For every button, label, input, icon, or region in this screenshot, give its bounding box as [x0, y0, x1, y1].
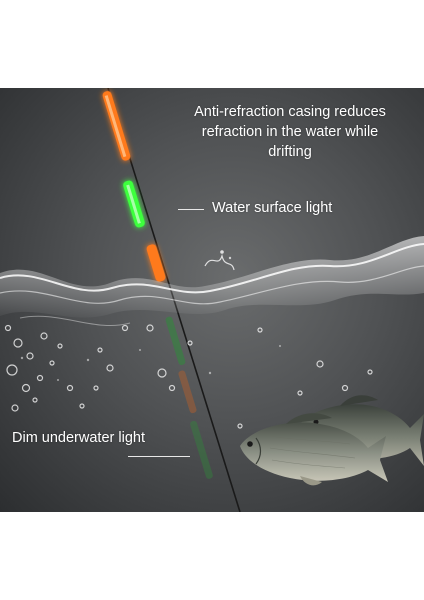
underwater-leader-line	[128, 456, 190, 457]
scene-illustration	[0, 88, 424, 512]
product-image: Anti-refraction casing reduces refractio…	[0, 88, 424, 512]
carp-fish-illustration	[240, 395, 424, 486]
caption-line-1: Anti-refraction casing reduces	[194, 104, 386, 120]
water-splash-illustration	[0, 236, 424, 429]
surface-light-label: Water surface light	[212, 200, 333, 216]
underwater-light-label: Dim underwater light	[12, 430, 145, 446]
caption-line-3: drifting	[268, 144, 312, 160]
caption-line-2: refraction in the water while	[201, 124, 379, 140]
surface-leader-line	[178, 209, 204, 210]
anti-refraction-caption: Anti-refraction casing reduces refractio…	[165, 102, 415, 162]
fishing-float-illustration	[102, 88, 241, 512]
